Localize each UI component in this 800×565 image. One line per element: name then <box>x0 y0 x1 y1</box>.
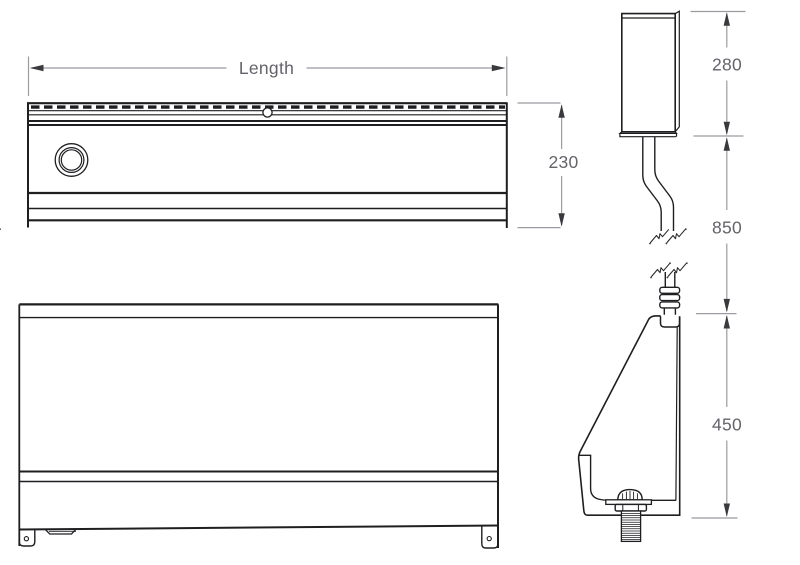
front-elevation-view <box>18 303 499 549</box>
inlet-hole <box>262 107 273 118</box>
height-230-dimension: 230 <box>517 102 578 229</box>
arrowhead-up <box>723 12 730 26</box>
left-fixing-bracket <box>18 529 36 547</box>
connector-neck <box>663 307 677 315</box>
cistern-height-label: 280 <box>712 55 742 75</box>
inlet-cup <box>659 316 681 328</box>
threaded-tail <box>620 510 642 543</box>
outlet-hole <box>54 143 89 177</box>
locknut-facets <box>622 504 639 511</box>
arrowhead-left <box>29 64 44 72</box>
side-profile-view <box>0 10 688 543</box>
arrowhead-down <box>723 503 730 517</box>
cistern-side-edge <box>674 10 680 133</box>
side-elevation-view <box>27 102 508 228</box>
trough-depth-label: 450 <box>712 415 742 435</box>
connector-rib <box>659 286 681 294</box>
trough-profile <box>577 315 681 516</box>
pipe-length-label: 850 <box>712 218 742 238</box>
arrowhead-up <box>723 137 730 151</box>
fixing-tab <box>45 528 77 535</box>
connector-rib <box>659 301 681 309</box>
pipe-break-mark-lower <box>650 262 688 279</box>
sparge-connector <box>659 272 681 315</box>
strainer-ribs <box>622 491 638 499</box>
thread-lines <box>621 513 641 540</box>
trough-outline <box>577 315 681 516</box>
flush-pipe <box>642 136 675 231</box>
pipe-break-mark-upper <box>0 228 687 245</box>
locknut <box>614 503 648 512</box>
dimension-450: 450 <box>691 313 742 519</box>
connector-stub <box>664 272 676 288</box>
arrowhead-right <box>491 64 506 72</box>
right-fixing-bracket <box>481 525 499 549</box>
cistern-body <box>621 12 676 133</box>
drain-outlet <box>605 488 653 543</box>
cistern <box>618 10 680 138</box>
length-dimension: Length <box>27 56 508 96</box>
dimension-280: 280 <box>690 10 746 137</box>
arrowhead-up <box>723 315 730 329</box>
arrowhead-down <box>723 298 730 313</box>
inner-back-wall <box>675 327 678 501</box>
connector-rib <box>659 293 681 302</box>
cistern-base <box>618 131 678 138</box>
arrowhead-down <box>723 121 730 136</box>
dimension-850: 850 <box>712 137 742 313</box>
arrowhead-up <box>558 104 565 118</box>
length-label: Length <box>239 58 294 78</box>
front-bottom-edge <box>19 524 499 531</box>
height-label: 230 <box>548 152 578 172</box>
arrowhead-down <box>558 213 565 227</box>
